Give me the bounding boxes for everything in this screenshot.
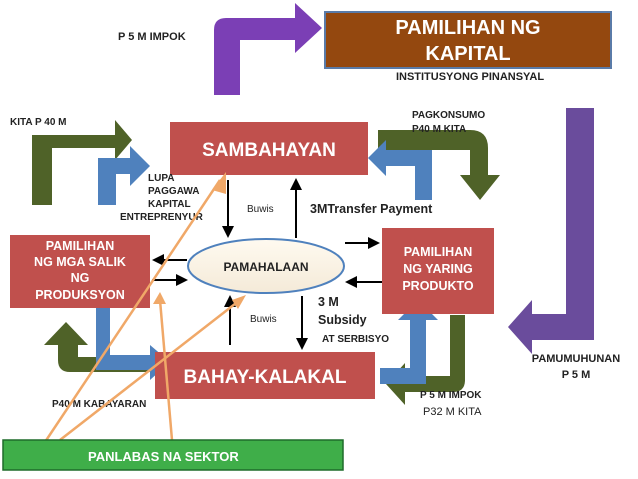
- pamumuhunan-label-line2: P 5 M: [562, 369, 591, 381]
- kapital-market-box: [324, 11, 612, 69]
- kapital-title-line2: KAPITAL: [425, 43, 510, 65]
- salik-market-box: [10, 235, 150, 308]
- panlabas-box: [2, 439, 344, 471]
- green-arrow-top-left: [32, 120, 132, 205]
- purple-pamumuhunan-arrow: [508, 108, 594, 354]
- salik-line3: NG: [71, 271, 90, 285]
- impok-bottom-label: P 5 M IMPOK: [420, 390, 482, 401]
- sambahayan-label: SAMBAHAYAN: [202, 140, 336, 161]
- impok-top-label: P 5 M IMPOK: [118, 31, 186, 43]
- entreprenyur-label: ENTREPRENYUR: [120, 212, 204, 223]
- kita-32-label: P32 M KITA: [423, 406, 482, 418]
- pamumuhunan-label-line1: PAMUMUHUNAN: [532, 353, 620, 365]
- salik-line1: PAMILIHAN: [46, 239, 115, 253]
- kapital-factor-label: KAPITAL: [148, 199, 191, 210]
- at-serbisyo-label: AT SERBISYO: [322, 334, 389, 345]
- institusyon-label: INSTITUSYONG PINANSYAL: [396, 71, 544, 83]
- paggawa-label: PAGGAWA: [148, 186, 199, 197]
- pagkonsumo-label-line1: PAGKONSUMO: [412, 110, 485, 121]
- green-arrow-top-right: [378, 130, 500, 200]
- salik-line4: PRODUKSYON: [35, 288, 125, 302]
- lupa-label: LUPA: [148, 173, 174, 184]
- yaring-line1: PAMILIHAN: [404, 245, 473, 259]
- transfer-payment-label: 3MTransfer Payment: [310, 202, 433, 216]
- bahay-kalakal-label: BAHAY-KALAKAL: [184, 367, 347, 388]
- blue-arrow-bottom-right: [380, 300, 438, 384]
- bahay-kalakal-box: [155, 352, 375, 399]
- blue-arrow-top-left: [98, 146, 150, 205]
- yaring-line3: PRODUKTO: [402, 279, 474, 293]
- buwis-top-label: Buwis: [247, 204, 274, 215]
- kabayaran-label: P40 M KABAYARAN: [52, 399, 146, 410]
- panlabas-label: PANLABAS NA SEKTOR: [88, 449, 239, 464]
- subsidy-label: Subsidy: [318, 313, 367, 327]
- buwis-bottom-label: Buwis: [250, 314, 277, 325]
- pamahalaan-ellipse: [187, 238, 345, 294]
- yaring-line2: NG YARING: [403, 262, 472, 276]
- kita-40-label: KITA P 40 M: [10, 117, 67, 128]
- purple-impok-arrow: [214, 3, 322, 95]
- kapital-title-line1: PAMILIHAN NG: [395, 17, 540, 39]
- pamahalaan-label: PAMAHALAAN: [223, 260, 308, 274]
- blue-arrow-top-right: [368, 140, 432, 200]
- blue-arrow-bottom-left: [96, 305, 170, 380]
- yaring-market-box: [382, 228, 494, 314]
- external-sector-lines: [43, 172, 246, 443]
- salik-line2: NG MGA SALIK: [34, 255, 126, 269]
- pagkonsumo-label-line2: P40 M KITA: [412, 124, 466, 135]
- government-flow-arrows: [152, 178, 382, 350]
- subsidy-amount-label: 3 M: [318, 295, 339, 309]
- sambahayan-box: [170, 122, 368, 175]
